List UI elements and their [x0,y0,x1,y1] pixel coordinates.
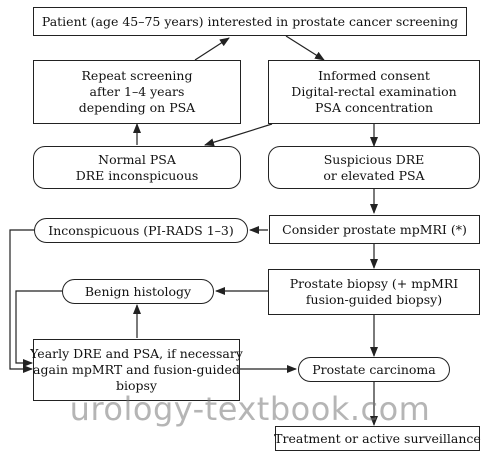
arrow-benign-to-yearly [15,290,62,367]
box-yearly-dre: Yearly DRE and PSA, if necessary again m… [30,339,243,401]
box-informed-consent: Informed consent Digital-rectal examinat… [268,60,480,124]
box-suspicious-dre: Suspicious DRE or elevated PSA [268,146,480,189]
box-benign-histology: Benign histology [62,279,214,304]
box-normal-psa: Normal PSA DRE inconspicuous [33,146,241,189]
arrow-patient-to-consent [285,35,325,61]
box-prostate-carcinoma: Prostate carcinoma [298,357,450,382]
arrow-inconspicuous-to-yearly [9,229,34,373]
arrow-consent-to-normal [204,123,273,147]
box-prostate-biopsy: Prostate biopsy (+ mpMRI fusion-guided b… [268,269,480,315]
box-treatment: Treatment or active surveillance [274,426,481,451]
box-patient: Patient (age 45–75 years) interested in … [33,7,467,36]
box-consider-mpmri: Consider prostate mpMRI (*) [269,215,480,244]
box-repeat-screening: Repeat screening after 1–4 years dependi… [33,60,241,124]
arrow-repeat-to-patient [194,37,230,61]
box-inconspicuous: Inconspicuous (PI-RADS 1–3) [34,218,248,243]
